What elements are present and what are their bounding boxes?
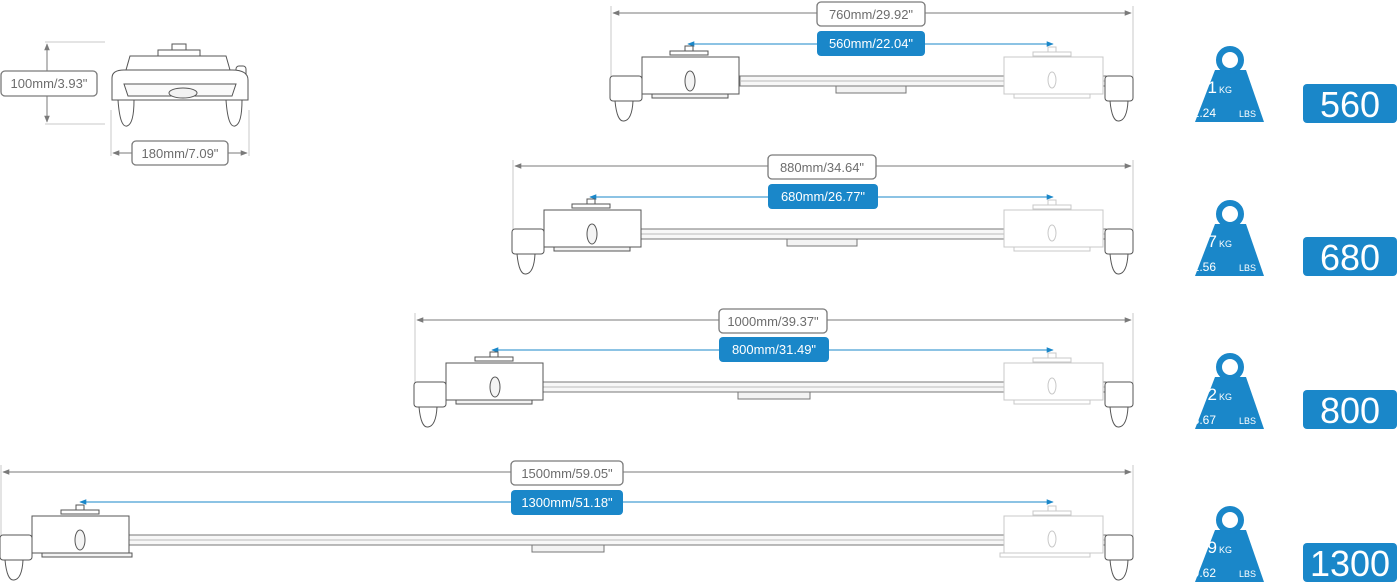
weight-lbs: 13.67 [1186, 413, 1216, 427]
weight-icon [1195, 353, 1264, 429]
model-badge [1303, 390, 1397, 429]
total-length-box [510, 460, 624, 486]
total-length-label: 760mm/29.92" [829, 7, 913, 22]
model-number: 800 [1320, 390, 1380, 431]
travel-length-box [719, 337, 829, 362]
slider-top-view [0, 504, 1134, 581]
travel-length-label: 680mm/26.77" [781, 189, 865, 204]
model-badge [1303, 543, 1397, 582]
width-label-box [131, 140, 229, 166]
slider-top-view [609, 45, 1134, 122]
weight-icon [1195, 506, 1264, 582]
total-length-label: 1000mm/39.37" [727, 314, 819, 329]
weight-lbs: 19.62 [1186, 566, 1216, 580]
total-length-label: 1500mm/59.05" [521, 466, 613, 481]
travel-length-box [817, 31, 925, 56]
model-number: 680 [1320, 237, 1380, 278]
slider-top-view [511, 198, 1134, 275]
slider-top-view [413, 351, 1134, 428]
weight-lbs-unit: LBS [1239, 416, 1256, 426]
travel-length-box [768, 184, 878, 209]
height-label: 100mm/3.93" [11, 76, 88, 91]
total-length-box [767, 154, 877, 180]
weight-lbs: 11.24 [1187, 106, 1216, 120]
weight-lbs-unit: LBS [1239, 109, 1256, 119]
weight-icon [1195, 46, 1264, 122]
model-badge [1303, 84, 1397, 123]
slider-row-800: 1000mm/39.37" 800mm/31.49" [413, 308, 1397, 431]
width-label: 180mm/7.09" [142, 146, 219, 161]
height-label-box [0, 70, 98, 97]
weight-kg: 8.9 [1193, 538, 1217, 557]
weight-lbs-unit: LBS [1239, 569, 1256, 579]
travel-length-label: 800mm/31.49" [732, 342, 816, 357]
side-view: 100mm/3.93" 180mm/7.09" [0, 41, 250, 166]
weight-kg-unit: KG [1219, 85, 1232, 95]
total-length-box [718, 308, 828, 334]
weight-lbs: 12.56 [1186, 260, 1216, 274]
total-length-box [816, 1, 926, 27]
model-badge [1303, 237, 1397, 276]
weight-kg-unit: KG [1219, 392, 1232, 402]
weight-icon [1195, 200, 1264, 276]
travel-length-box [511, 490, 623, 515]
weight-kg: 5.1 [1193, 78, 1217, 97]
weight-kg: 6.2 [1193, 385, 1217, 404]
weight-lbs-unit: LBS [1239, 263, 1256, 273]
travel-length-label: 560mm/22.04" [829, 36, 913, 51]
travel-length-label: 1300mm/51.18" [521, 495, 613, 510]
slider-row-680: 880mm/34.64" 680mm/26.77" [511, 154, 1397, 278]
total-length-label: 880mm/34.64" [780, 160, 864, 175]
weight-kg-unit: KG [1219, 545, 1232, 555]
slider-row-560: 760mm/29.92" 560mm/22.04" [609, 1, 1397, 125]
model-number: 1300 [1310, 543, 1390, 583]
model-number: 560 [1320, 84, 1380, 125]
slider-row-1300: 1500mm/59.05" 1300mm/51.18" [0, 460, 1397, 583]
slider-side-profile [111, 43, 249, 127]
weight-kg: 5.7 [1193, 232, 1217, 251]
weight-kg-unit: KG [1219, 239, 1232, 249]
